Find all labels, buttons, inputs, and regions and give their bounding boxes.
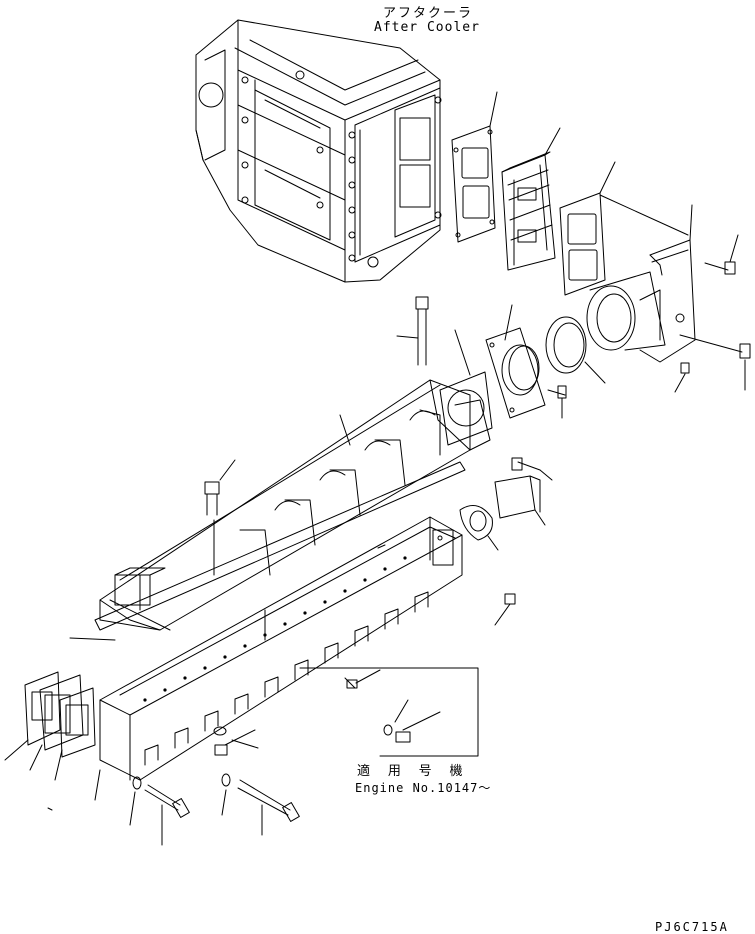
seal-ring xyxy=(546,317,605,383)
long-bolt-2 xyxy=(238,780,299,835)
engine-number-label: Engine No.10147～ xyxy=(355,781,492,795)
applicable-label-jp: 適 用 号 機 xyxy=(357,764,468,779)
aftercooler-label-jp: アフタクーラ xyxy=(383,6,474,21)
connector-flange xyxy=(486,305,545,418)
exhaust-manifold xyxy=(100,517,462,780)
cooler-core xyxy=(502,128,560,270)
elbow-plug xyxy=(675,363,689,392)
vertical-bolt xyxy=(397,297,428,365)
drain-plug xyxy=(495,594,515,625)
leader-line xyxy=(232,740,258,748)
washer xyxy=(130,777,141,825)
manifold-gasket xyxy=(95,462,465,630)
cover-plate xyxy=(495,476,545,525)
outlet-elbow xyxy=(587,205,695,362)
elbow-bolt xyxy=(705,235,738,274)
end-flange xyxy=(55,688,95,780)
flange-bolt xyxy=(548,386,566,418)
water-outlet-bolt xyxy=(512,458,552,480)
washer xyxy=(222,774,230,815)
leader-line xyxy=(95,770,100,800)
detail-box xyxy=(300,668,478,756)
manifold-bolt xyxy=(205,460,235,515)
cooler-gasket xyxy=(452,92,497,242)
intake-manifold xyxy=(100,380,490,630)
leader-line xyxy=(600,195,688,235)
long-bolt-1 xyxy=(145,785,189,845)
aftercooler-label-en: After Cooler xyxy=(374,20,480,35)
elbow-long-bolt xyxy=(680,335,750,390)
manifold-gasket-end xyxy=(440,330,492,445)
leader-line xyxy=(70,638,115,640)
end-cover xyxy=(30,675,83,770)
core-gasket xyxy=(560,162,615,295)
leader-line xyxy=(48,808,52,810)
plate-gasket xyxy=(460,506,498,551)
aftercooler-body xyxy=(196,20,441,282)
stud xyxy=(214,727,255,755)
drawing-code: PJ6C715A xyxy=(655,920,729,934)
